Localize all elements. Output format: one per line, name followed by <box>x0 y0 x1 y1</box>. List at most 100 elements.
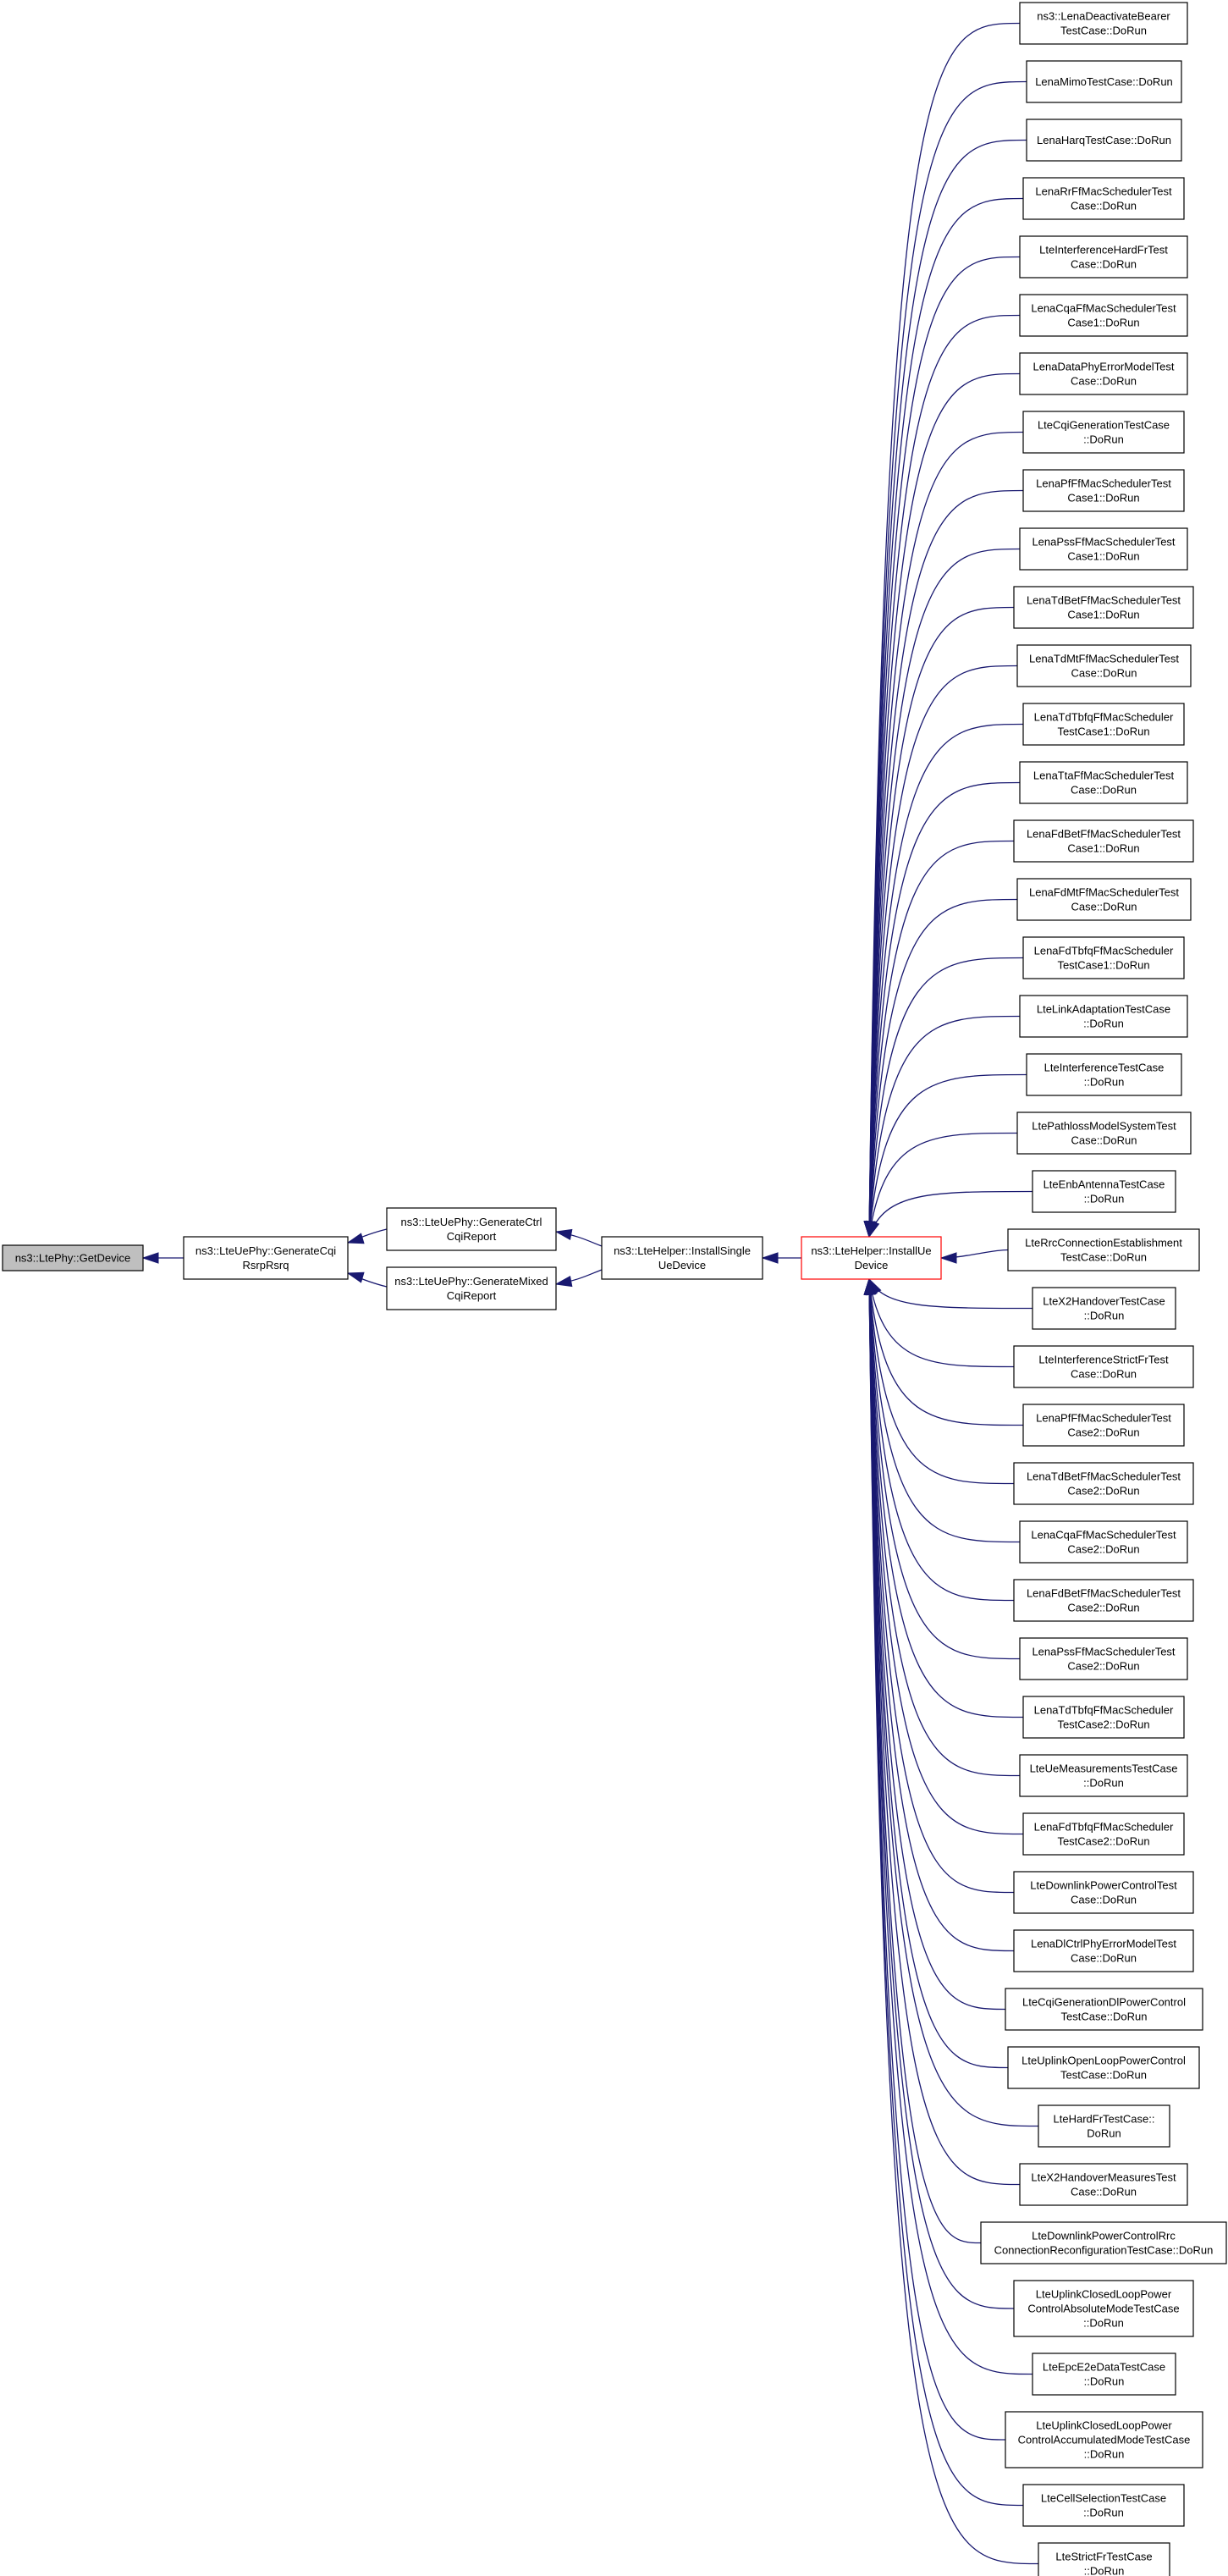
caller-node-12-label-line-1: LenaTdMtFfMacSchedulerTest <box>1029 653 1179 665</box>
caller-node-23-label-line-1: LteX2HandoverTestCase <box>1043 1295 1165 1308</box>
caller-node-8[interactable]: LteCqiGenerationTestCase::DoRun <box>1022 411 1185 454</box>
edge-caller-13-line <box>868 723 1024 1238</box>
node-ltephy-getdevice[interactable]: ns3::LtePhy::GetDevice <box>2 1244 144 1271</box>
caller-node-39[interactable]: LteDownlinkPowerControlRrcConnectionReco… <box>980 2221 1227 2264</box>
caller-node-36[interactable]: LteUplinkOpenLoopPowerControlTestCase::D… <box>1007 2046 1200 2089</box>
edge-caller-44-to-install-ue <box>863 1277 1039 2565</box>
caller-node-37-label-line-1: LteHardFrTestCase:: <box>1054 2113 1155 2126</box>
node-generate-cqi-rsrp-rsrq-box <box>183 1236 349 1280</box>
caller-node-40[interactable]: LteUplinkClosedLoopPowerControlAbsoluteM… <box>1013 2280 1194 2337</box>
edge-caller-26-line <box>868 1278 1015 1485</box>
caller-node-37-label-line-2: DoRun <box>1087 2127 1121 2140</box>
caller-node-23-box <box>1032 1287 1176 1330</box>
edge-caller-41-line <box>868 1278 1033 2375</box>
edge-caller-38-line <box>868 1278 1021 2186</box>
caller-node-10-label-line-2: Case1::DoRun <box>1067 550 1139 563</box>
caller-node-41[interactable]: LteEpcE2eDataTestCase::DoRun <box>1032 2353 1176 2396</box>
caller-node-22[interactable]: LteRrcConnectionEstablishmentTestCase::D… <box>1007 1228 1200 1271</box>
node-generate-cqi-rsrp-rsrq-label-line-2: RsrpRsrq <box>243 1259 289 1271</box>
edge-caller-4-line <box>868 197 1024 1238</box>
edge-caller-13-to-install-ue <box>863 723 1024 1238</box>
caller-node-9-label-line-1: LenaPfFfMacSchedulerTest <box>1036 477 1171 490</box>
caller-node-4-label-line-1: LenaRrFfMacSchedulerTest <box>1035 185 1172 198</box>
caller-node-16-box <box>1016 878 1192 921</box>
caller-node-43[interactable]: LteCellSelectionTestCase::DoRun <box>1022 2484 1185 2527</box>
caller-node-2[interactable]: LenaMimoTestCase::DoRun <box>1026 60 1182 103</box>
caller-node-31[interactable]: LteUeMeasurementsTestCase::DoRun <box>1019 1754 1188 1797</box>
node-generate-ctrl-cqi-report-box <box>386 1207 557 1251</box>
caller-node-21-label-line-2: ::DoRun <box>1084 1193 1125 1205</box>
caller-node-35-label-line-2: TestCase::DoRun <box>1061 2011 1148 2023</box>
main-nodes: ns3::LtePhy::GetDevicens3::LteUePhy::Gen… <box>2 1207 942 1310</box>
caller-node-19[interactable]: LteInterferenceTestCase::DoRun <box>1026 1053 1182 1096</box>
caller-node-25-box <box>1022 1404 1185 1447</box>
caller-node-30-label-line-1: LenaTdTbfqFfMacScheduler <box>1034 1704 1174 1717</box>
caller-node-3-box <box>1026 119 1182 162</box>
caller-node-8-label-line-1: LteCqiGenerationTestCase <box>1038 419 1170 432</box>
edge-caller-32-to-install-ue <box>863 1277 1024 1835</box>
edge-caller-1-to-install-ue <box>863 22 1021 1238</box>
node-ltephy-getdevice-label-line-1: ns3::LtePhy::GetDevice <box>15 1252 131 1265</box>
caller-node-21-box <box>1032 1170 1176 1213</box>
caller-node-32-label-line-2: TestCase2::DoRun <box>1057 1835 1149 1848</box>
caller-node-26-box <box>1013 1462 1194 1505</box>
caller-node-40-label-line-1: LteUplinkClosedLoopPower <box>1036 2288 1172 2301</box>
edge-caller-27-line <box>868 1278 1021 1543</box>
caller-node-39-box <box>980 2221 1227 2264</box>
caller-node-38-label-line-1: LteX2HandoverMeasuresTest <box>1031 2171 1176 2184</box>
caller-node-42[interactable]: LteUplinkClosedLoopPowerControlAccumulat… <box>1005 2411 1203 2468</box>
caller-node-33-label-line-2: Case::DoRun <box>1071 1894 1137 1906</box>
caller-node-35[interactable]: LteCqiGenerationDlPowerControlTestCase::… <box>1005 1988 1203 2031</box>
caller-node-30-box <box>1022 1696 1185 1739</box>
caller-node-41-label-line-2: ::DoRun <box>1084 2375 1125 2388</box>
caller-node-22-label-line-1: LteRrcConnectionEstablishment <box>1025 1237 1182 1249</box>
caller-node-18[interactable]: LteLinkAdaptationTestCase::DoRun <box>1019 995 1188 1038</box>
caller-node-3[interactable]: LenaHarqTestCase::DoRun <box>1026 119 1182 162</box>
caller-node-13-label-line-1: LenaTdTbfqFfMacScheduler <box>1034 711 1174 724</box>
edge-caller-22-arrowhead <box>939 1252 957 1264</box>
caller-node-28-label-line-1: LenaFdBetFfMacSchedulerTest <box>1027 1587 1181 1600</box>
caller-node-14-label-line-1: LenaTtaFfMacSchedulerTest <box>1033 769 1175 782</box>
caller-node-23[interactable]: LteX2HandoverTestCase::DoRun <box>1032 1287 1176 1330</box>
edge-install-single-to-generate-mixed <box>554 1269 603 1288</box>
caller-node-32-label-line-1: LenaFdTbfqFfMacScheduler <box>1034 1821 1174 1834</box>
edge-caller-8-to-install-ue <box>863 431 1024 1238</box>
caller-node-37[interactable]: LteHardFrTestCase::DoRun <box>1038 2104 1170 2148</box>
caller-node-1-box <box>1019 2 1188 45</box>
caller-node-44[interactable]: LteStrictFrTestCase::DoRun <box>1038 2542 1170 2576</box>
caller-node-38-box <box>1019 2163 1188 2206</box>
edge-caller-35-line <box>868 1278 1006 2011</box>
caller-node-21[interactable]: LteEnbAntennaTestCase::DoRun <box>1032 1170 1176 1213</box>
